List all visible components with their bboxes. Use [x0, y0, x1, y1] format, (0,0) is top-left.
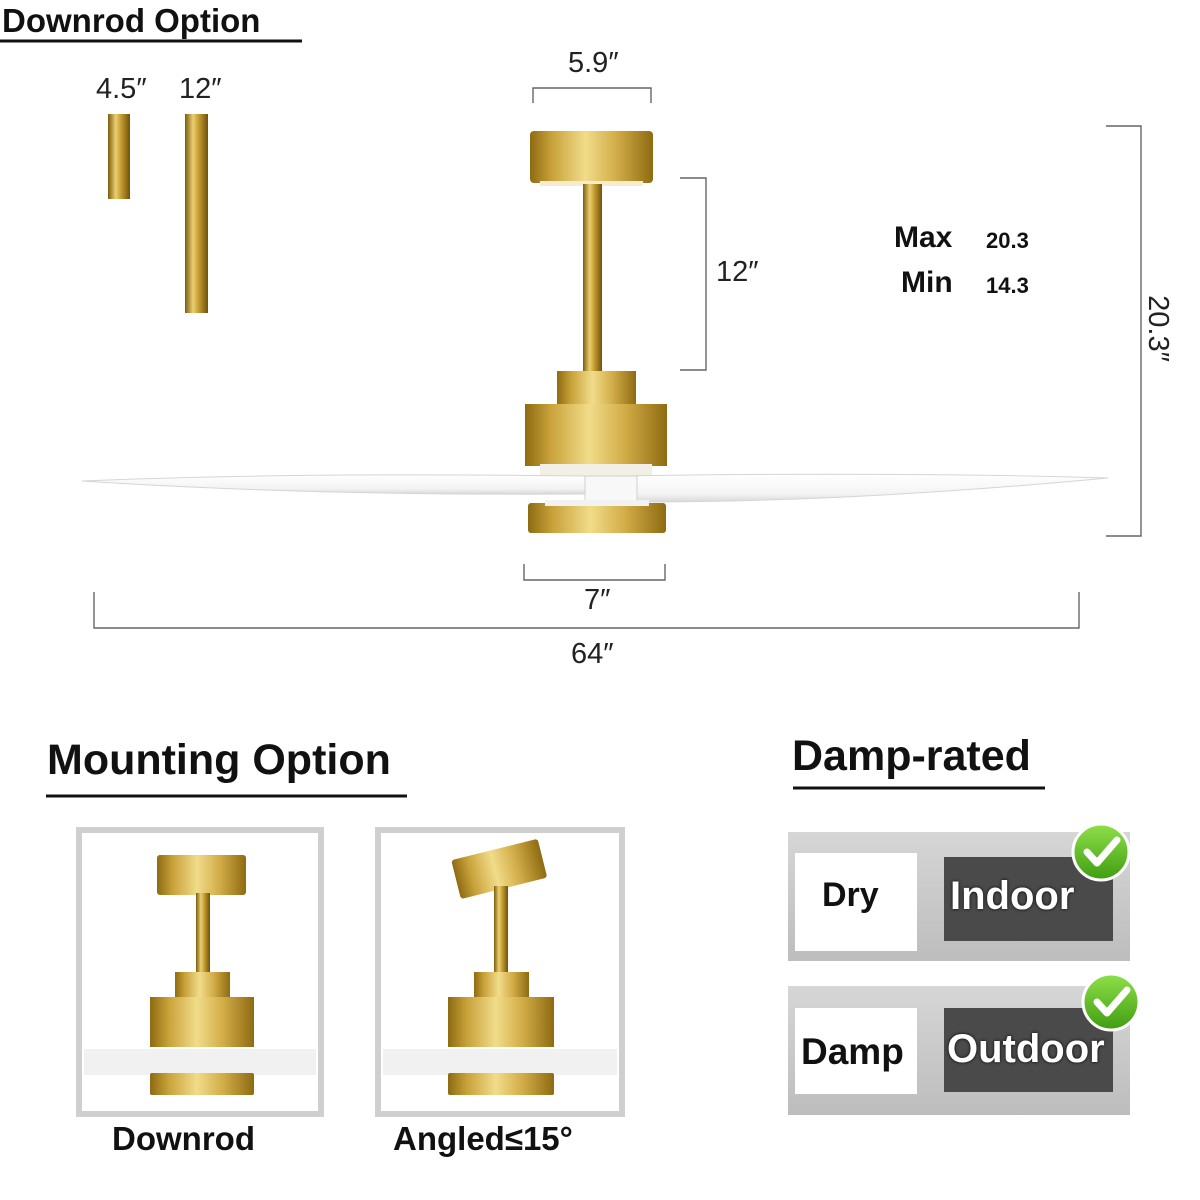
mini-canopy-angled: [451, 839, 547, 899]
damp-label: Damp: [801, 1031, 904, 1072]
fan-motor-collar: [557, 371, 636, 407]
mini-motor-housing: [150, 997, 254, 1047]
downrod-short-label: 4.5″: [96, 73, 147, 105]
motor-width-dimension: [523, 564, 666, 581]
fan-blade-left: [81, 474, 586, 495]
downrod-short-image: [108, 114, 130, 199]
fan-canopy-rim: [540, 181, 643, 186]
mini-downrod-angled: [494, 886, 508, 973]
height-dimension: [1106, 125, 1142, 537]
dry-label: Dry: [822, 876, 879, 914]
mini-blades-angled: [383, 1049, 617, 1075]
height-min-value: 14.3: [986, 273, 1029, 298]
mount-panel-downrod: [76, 827, 324, 1117]
dry-box: [795, 853, 917, 951]
height-min-label: Min: [901, 266, 953, 299]
damp-rated-section: [788, 786, 1141, 1115]
fan-blade-right: [619, 473, 1109, 503]
downrod-option-title: Downrod Option: [2, 2, 261, 39]
mini-motor-collar: [175, 972, 230, 998]
outdoor-box: [944, 1008, 1113, 1092]
mini-blades: [84, 1049, 316, 1075]
mini-downrod: [196, 893, 210, 973]
mini-motor-collar-angled: [474, 972, 529, 998]
downrod-option-section: [0, 39, 302, 313]
mount-panel-angled: [375, 827, 625, 1117]
fan-blade-hub: [584, 475, 638, 503]
damp-row-damp: [788, 972, 1141, 1115]
canopy-width-dimension: [532, 87, 652, 103]
mounting-option-title: Mounting Option: [47, 736, 391, 784]
damp-box: [795, 1008, 917, 1094]
mounting-option-section: [46, 794, 625, 1117]
downrod-long-label: 12″: [179, 73, 222, 105]
damp-rated-title: Damp-rated: [792, 732, 1031, 780]
motor-width-label: 7″: [584, 584, 611, 616]
mini-light-kit: [150, 1073, 254, 1095]
mount-downrod-label: Downrod: [112, 1120, 255, 1157]
height-label: 20.3″: [1141, 295, 1174, 362]
mini-motor-housing-angled: [448, 997, 554, 1047]
fan-light-kit: [528, 503, 666, 533]
damp-row-dry: [788, 822, 1131, 961]
downrod-length-dimension: [680, 177, 707, 371]
check-icon: [1081, 972, 1141, 1032]
span-label: 64″: [571, 638, 614, 670]
outdoor-label: Outdoor: [947, 1027, 1105, 1071]
indoor-label: Indoor: [950, 874, 1075, 918]
downrod-long-image: [185, 114, 208, 313]
fan-downrod: [583, 184, 602, 374]
fan-motor-ring: [540, 464, 652, 478]
mini-canopy: [157, 855, 246, 895]
check-icon: [1071, 822, 1131, 882]
height-max-value: 20.3: [986, 228, 1029, 253]
fan-light-diffuser: [545, 500, 649, 506]
height-max-label: Max: [894, 221, 953, 254]
span-dimension: [93, 592, 1080, 629]
canopy-width-label: 5.9″: [568, 47, 619, 79]
dimension-lines: [93, 87, 1142, 629]
mount-angled-label: Angled≤15°: [393, 1120, 573, 1157]
fan-motor-housing: [525, 404, 667, 466]
mini-light-kit-angled: [448, 1073, 554, 1095]
fan-canopy: [530, 131, 653, 183]
downrod-length-label: 12″: [716, 256, 759, 288]
fan-illustration: [81, 131, 1109, 533]
